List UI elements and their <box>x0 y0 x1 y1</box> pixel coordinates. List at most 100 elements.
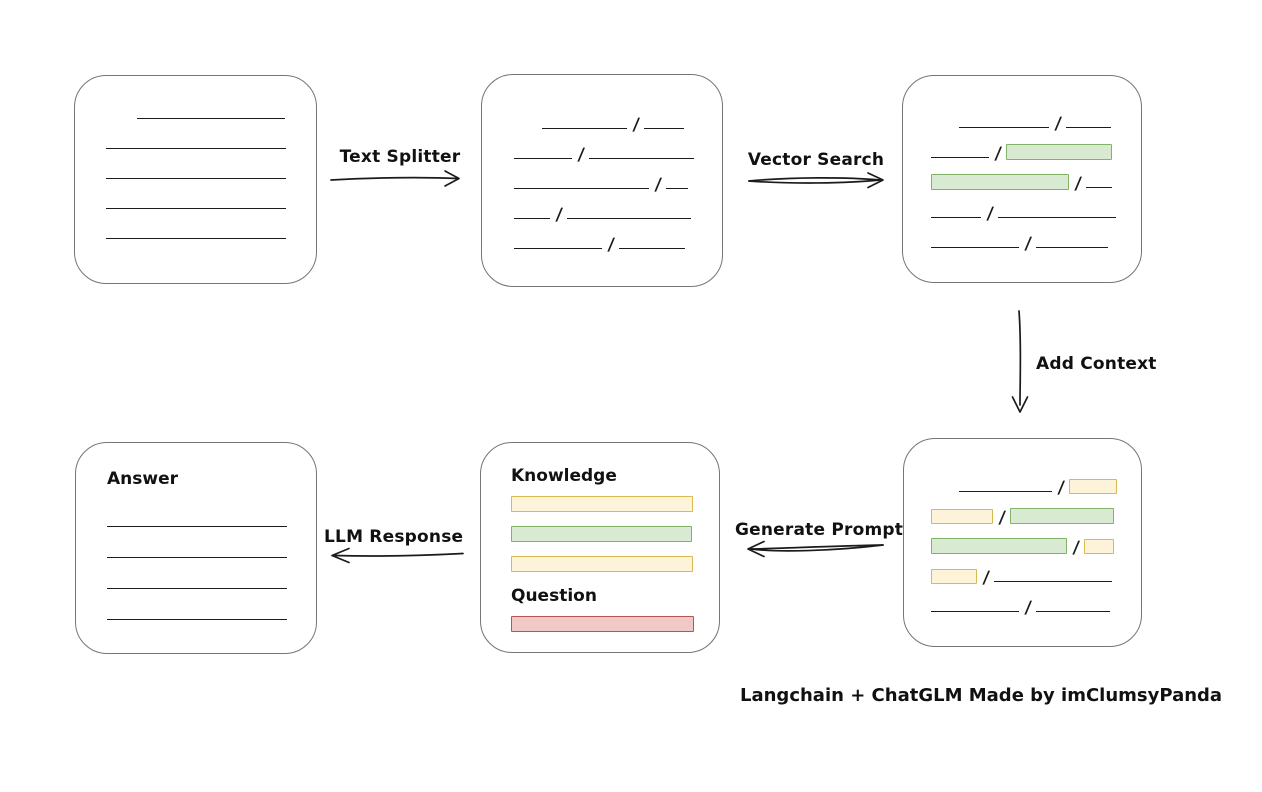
green-bar <box>511 526 692 542</box>
text-line <box>107 526 287 527</box>
answer-box: Answer <box>75 442 317 654</box>
matched-chunk-lines: ///// <box>903 76 1141 254</box>
text-row: / <box>931 495 1141 528</box>
slash-separator: / <box>985 204 995 224</box>
text-line <box>106 238 286 239</box>
text-line <box>107 619 287 620</box>
text-line <box>998 217 1117 218</box>
llm-response-arrow <box>331 547 464 564</box>
slash-separator: / <box>981 568 991 588</box>
text-row: / <box>931 525 1141 558</box>
slash-separator: / <box>1056 478 1066 498</box>
context-lines: / / / / / <box>904 439 1141 618</box>
text-line <box>106 208 286 209</box>
text-row <box>107 592 316 623</box>
text-row <box>106 182 316 212</box>
text-splitter-label: Text Splitter <box>339 147 461 167</box>
text-row: / <box>931 191 1141 224</box>
text-line <box>1066 127 1112 128</box>
text-line <box>106 178 286 179</box>
add-context-label: Add Context <box>1036 354 1157 374</box>
slash-separator: / <box>576 145 586 165</box>
text-row <box>107 561 316 592</box>
text-line <box>959 127 1049 128</box>
text-line <box>514 158 572 159</box>
text-splitter-arrow <box>330 170 460 187</box>
question-label: Question <box>511 586 597 606</box>
text-row <box>107 499 316 530</box>
prompt-content: Knowledge Question <box>481 443 719 632</box>
green-chunk <box>1010 508 1115 524</box>
slash-separator: / <box>631 115 641 135</box>
red-bar <box>511 616 694 632</box>
text-line <box>644 128 685 129</box>
text-line <box>137 118 285 119</box>
text-row: / <box>514 102 722 135</box>
text-row <box>106 92 316 122</box>
text-row <box>106 152 316 182</box>
text-line <box>514 188 649 189</box>
slash-separator: / <box>653 175 663 195</box>
generate-prompt-arrow <box>747 540 884 558</box>
text-line <box>589 158 695 159</box>
chunks-box: / / / / / <box>481 74 723 287</box>
slash-separator: / <box>1053 114 1063 134</box>
text-row: / <box>931 555 1141 588</box>
generate-prompt-label: Generate Prompt <box>735 520 904 540</box>
document-lines <box>75 76 316 242</box>
slash-separator: / <box>1071 538 1081 558</box>
text-row: / <box>514 192 722 225</box>
context-box: / / / / / <box>903 438 1142 647</box>
text-line <box>931 217 981 218</box>
text-row: / <box>931 221 1141 254</box>
text-line <box>1036 247 1109 248</box>
vector-search-arrow <box>748 172 884 189</box>
slash-separator: / <box>993 144 1003 164</box>
text-line <box>1036 611 1111 612</box>
knowledge-bars <box>511 496 693 572</box>
footer-credit: Langchain + ChatGLM Made by imClumsyPand… <box>740 685 1223 706</box>
text-line <box>106 148 286 149</box>
yellow-chunk <box>931 509 993 524</box>
text-row: / <box>931 161 1141 194</box>
text-line <box>959 491 1052 492</box>
text-line <box>514 218 550 219</box>
llm-response-label: LLM Response <box>324 527 464 547</box>
text-row: / <box>931 465 1141 498</box>
text-row <box>106 122 316 152</box>
question-bars <box>511 616 694 632</box>
answer-label: Answer <box>107 469 178 489</box>
add-context-arrow <box>1011 310 1029 413</box>
answer-lines <box>107 499 316 623</box>
text-row: / <box>514 162 722 195</box>
green-chunk <box>1006 144 1113 160</box>
document-box <box>74 75 317 284</box>
text-line <box>107 557 287 558</box>
yellow-bar <box>511 556 693 572</box>
text-line <box>994 581 1113 582</box>
chunk-lines: / / / / / <box>482 75 722 255</box>
text-row: / <box>514 222 722 255</box>
slash-separator: / <box>554 205 564 225</box>
slash-separator: / <box>606 235 616 255</box>
vector-search-label: Vector Search <box>747 150 885 170</box>
green-chunk <box>931 174 1069 190</box>
yellow-chunk <box>931 569 977 584</box>
text-line <box>931 247 1019 248</box>
text-row <box>107 530 316 561</box>
text-row: / <box>931 101 1141 134</box>
yellow-chunk <box>1069 479 1118 494</box>
slash-separator: / <box>1023 598 1033 618</box>
text-line <box>107 588 287 589</box>
text-line <box>666 188 689 189</box>
yellow-chunk <box>1084 539 1115 554</box>
text-row: / <box>931 131 1141 164</box>
text-line <box>931 611 1019 612</box>
text-row <box>106 212 316 242</box>
text-line <box>567 218 692 219</box>
slash-separator: / <box>997 508 1007 528</box>
text-line <box>1086 187 1113 188</box>
text-line <box>542 128 627 129</box>
yellow-bar <box>511 496 693 512</box>
